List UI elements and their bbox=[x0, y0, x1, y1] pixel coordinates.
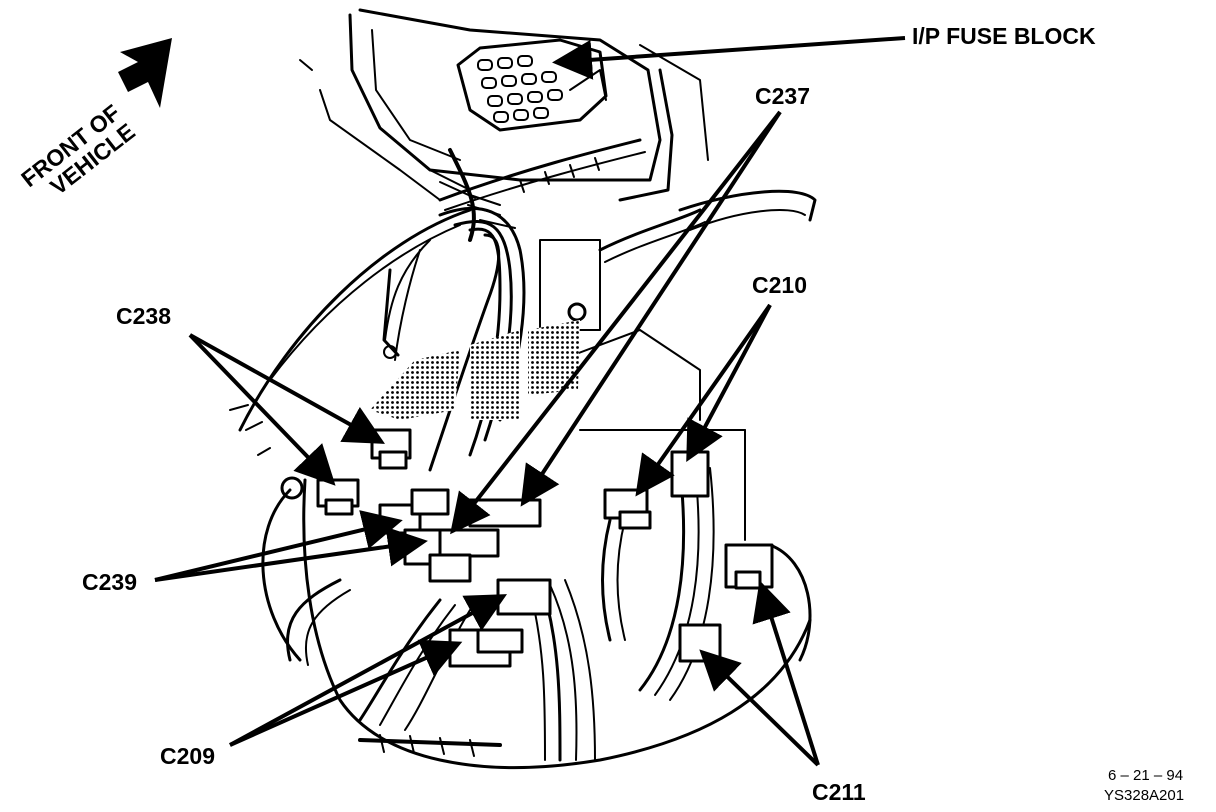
leader-c238-b bbox=[188, 333, 336, 486]
figure-code: YS328A201 bbox=[1104, 787, 1184, 804]
leader-c210-b bbox=[686, 304, 772, 463]
connector-c238-lower bbox=[316, 478, 360, 516]
ip-fuse-block bbox=[456, 38, 608, 132]
leader-c239-a bbox=[154, 510, 403, 582]
front-of-vehicle-indicator: FRONT OF VEHICLE bbox=[16, 38, 172, 200]
wiring-harness bbox=[382, 138, 706, 472]
connector-c209-lower bbox=[448, 628, 524, 668]
leader-c237-a bbox=[450, 110, 782, 535]
leader-c209-b bbox=[229, 639, 463, 747]
connector-c211-upper bbox=[724, 543, 774, 590]
connector-c209-upper bbox=[496, 578, 552, 616]
leader-c209-a bbox=[229, 594, 508, 747]
figure-date: 6 – 21 – 94 bbox=[1108, 767, 1183, 784]
label-ip-fuse-block: I/P FUSE BLOCK bbox=[912, 23, 1096, 49]
direction-arrow-icon bbox=[118, 38, 172, 108]
leader-c237-b bbox=[520, 110, 782, 507]
leader-lines bbox=[154, 36, 906, 767]
figure-reference: 6 – 21 – 94 YS328A201 bbox=[1104, 767, 1184, 804]
connector-c210-a bbox=[603, 488, 652, 530]
connectors bbox=[316, 428, 774, 668]
leader-c211-b bbox=[699, 649, 820, 767]
leader-c210-a bbox=[635, 303, 772, 497]
label-c239: C239 bbox=[82, 569, 137, 595]
leader-c239-b bbox=[154, 526, 428, 582]
leader-c211-a bbox=[752, 580, 820, 766]
connector-c237 bbox=[468, 498, 542, 528]
connector-c238-upper bbox=[370, 428, 412, 470]
callout-labels: I/P FUSE BLOCK C237 C238 C210 C239 C209 … bbox=[82, 23, 1096, 805]
connector-c211-lower bbox=[678, 623, 722, 663]
label-c237: C237 bbox=[755, 83, 810, 109]
shadow-areas bbox=[370, 320, 580, 420]
label-c209: C209 bbox=[160, 743, 215, 769]
connector-c210-b bbox=[670, 450, 710, 498]
connector-c239-a bbox=[378, 488, 450, 535]
label-c210: C210 bbox=[752, 272, 807, 298]
label-c211: C211 bbox=[812, 779, 866, 805]
leader-fuse-block bbox=[552, 36, 906, 80]
leader-c238-a bbox=[189, 333, 385, 444]
connector-c239-b bbox=[403, 528, 500, 583]
label-c238: C238 bbox=[116, 303, 171, 329]
